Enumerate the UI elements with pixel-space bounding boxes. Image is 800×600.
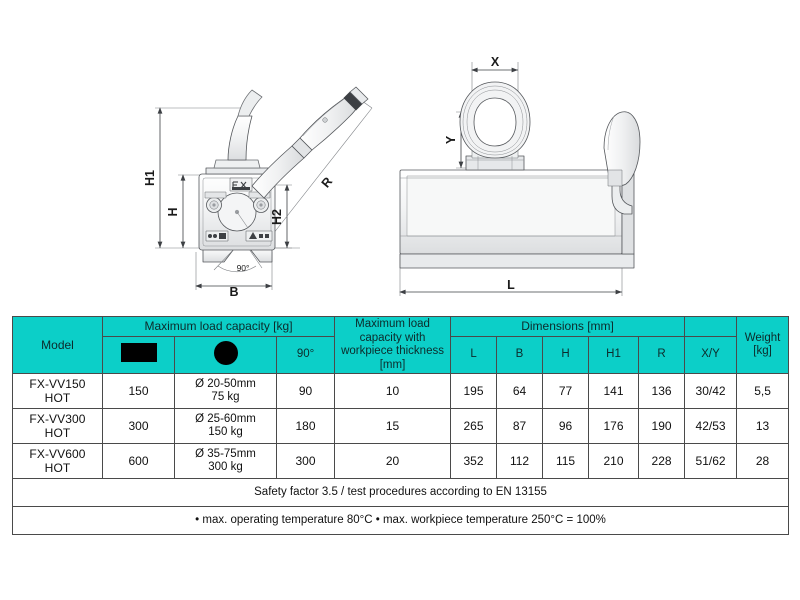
header-dim-r: R [638,336,686,375]
header-dimensions-group: Dimensions [mm] [450,315,686,338]
header-max-load-group: Maximum load capacity [kg] [101,315,336,338]
cell-dim-xy: 42/53 [684,408,738,445]
cell-dim-l: 352 [450,443,498,480]
label-h: H [166,207,180,216]
cell-dim-b: 112 [496,443,544,480]
header-model: Model [12,315,103,375]
note-safety-factor: Safety factor 3.5 / test procedures acco… [11,478,790,508]
header-weight: Weight[kg] [736,315,790,375]
cell-flat-capacity: 300 [102,408,175,445]
cell-weight: 5,5 [736,373,790,410]
cell-weight: 13 [736,408,790,445]
table-footer: Safety factor 3.5 / test procedures acco… [11,478,790,536]
label-x: X [491,55,500,69]
cell-flat-capacity: 600 [102,443,175,480]
cell-dim-r: 190 [638,408,686,445]
circle-workpiece-icon [213,340,238,365]
cell-flat-capacity: 150 [102,373,175,410]
header-dim-b: B [496,336,544,375]
label-b: B [229,285,238,299]
cell-thickness: 15 [334,408,452,445]
specification-table: Model Maximum load capacity [kg] Maximum… [11,315,790,536]
cell-dim-b: 87 [496,408,544,445]
note-temperature: • max. operating temperature 80°C • max.… [11,506,790,536]
cell-angle-capacity: 300 [275,443,336,480]
specification-table-wrapper: Model Maximum load capacity [kg] Maximum… [11,315,790,536]
cell-dim-h1: 176 [588,408,640,445]
cell-thickness: 20 [334,443,452,480]
label-angle-90: 90° [237,263,250,273]
cell-angle-capacity: 180 [275,408,336,445]
header-dim-h: H [542,336,590,375]
header-flat-workpiece [102,336,175,375]
cell-dim-xy: 51/62 [684,443,738,480]
cell-dim-l: 265 [450,408,498,445]
label-l: L [507,278,515,292]
rectangle-workpiece-icon [120,343,157,363]
header-round-workpiece [174,336,277,375]
label-h2: H2 [270,209,284,225]
cell-weight: 28 [736,443,790,480]
cell-angle-capacity: 90 [275,373,336,410]
label-y: Y [444,135,458,144]
header-dim-xy: X/Y [684,336,738,375]
cell-dim-h: 115 [542,443,590,480]
cell-thickness: 10 [334,373,452,410]
cell-dim-h1: 210 [588,443,640,480]
header-angle-90: 90° [275,336,336,375]
header-dim-h1: H1 [588,336,640,375]
cell-dim-r: 136 [638,373,686,410]
cell-dim-r: 228 [638,443,686,480]
label-h1: H1 [143,170,157,186]
header-dim-l: L [450,336,498,375]
header-xy-spacer [684,315,738,338]
front-view-drawing [399,62,641,296]
side-view-drawing [155,86,373,290]
cell-dim-xy: 30/42 [684,373,738,410]
cell-dim-b: 64 [496,373,544,410]
technical-drawings: H1 H H2 B R X Y L 90° [143,55,641,299]
cell-dim-l: 195 [450,373,498,410]
cell-dim-h: 96 [542,408,590,445]
cell-dim-h1: 141 [588,373,640,410]
cell-dim-h: 77 [542,373,590,410]
table-header: Model Maximum load capacity [kg] Maximum… [12,315,790,375]
label-r: R [319,174,336,190]
